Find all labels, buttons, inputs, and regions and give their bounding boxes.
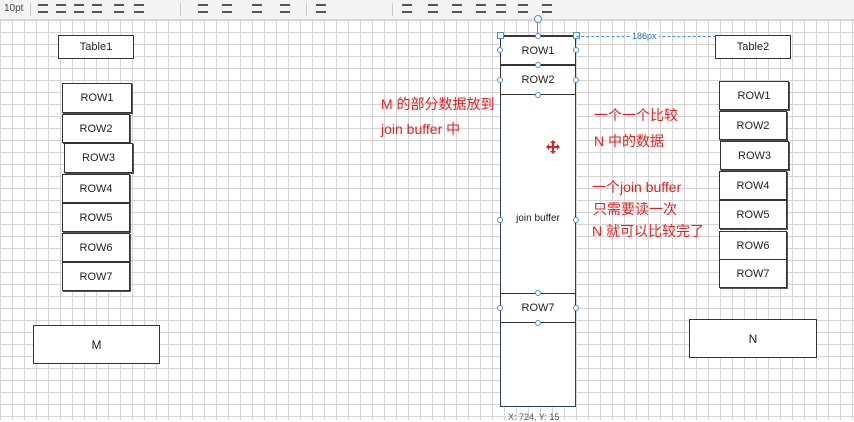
resize-handle[interactable] xyxy=(573,77,579,83)
move-cursor-icon xyxy=(546,140,560,154)
join-buffer-row[interactable]: ROW7 xyxy=(500,293,576,323)
line-color-icon[interactable] xyxy=(222,4,232,13)
table2-row[interactable]: ROW1 xyxy=(719,81,789,110)
table2-row[interactable]: ROW3 xyxy=(720,141,789,170)
resize-handle[interactable] xyxy=(535,62,541,68)
resize-handle[interactable] xyxy=(535,320,541,326)
resize-handle[interactable] xyxy=(535,92,541,98)
distance-label: 186px xyxy=(630,31,659,41)
underline-icon[interactable] xyxy=(74,4,84,13)
table1-row[interactable]: ROW1 xyxy=(62,83,132,113)
bring-front-icon[interactable] xyxy=(476,4,486,13)
table1-row[interactable]: ROW7 xyxy=(62,262,130,291)
align-center-icon[interactable] xyxy=(428,4,438,13)
align-right-icon[interactable] xyxy=(452,4,462,13)
font-size-select[interactable]: 10pt xyxy=(4,3,24,14)
table1-row[interactable]: ROW6 xyxy=(62,233,130,262)
note-right-bottom-line: N 就可以比较完了 xyxy=(592,223,704,239)
table2-row[interactable]: ROW5 xyxy=(719,200,787,229)
table2-row[interactable]: ROW4 xyxy=(719,171,787,200)
resize-handle[interactable] xyxy=(497,305,503,311)
table1-row[interactable]: ROW3 xyxy=(64,143,133,173)
join-buffer-label: join buffer xyxy=(516,213,560,224)
list-icon[interactable] xyxy=(134,4,144,13)
toolbar: 10pt xyxy=(0,0,854,20)
rotate-handle-stem xyxy=(537,22,538,35)
table2-n-box[interactable]: N xyxy=(689,319,817,358)
resize-handle[interactable] xyxy=(497,32,504,39)
flip-icon[interactable] xyxy=(542,4,552,13)
join-buffer-row[interactable]: ROW2 xyxy=(500,65,576,95)
line-width-icon[interactable] xyxy=(280,4,290,13)
note-left-line: join buffer 中 xyxy=(381,121,461,137)
note-left: M 的部分数据放到 join buffer 中 xyxy=(381,93,495,140)
rotate-handle[interactable] xyxy=(534,15,542,23)
fill-color-icon[interactable] xyxy=(198,4,208,13)
resize-handle[interactable] xyxy=(573,217,579,223)
resize-handle[interactable] xyxy=(497,217,503,223)
toolbar-separator xyxy=(392,3,393,16)
toolbar-separator xyxy=(30,3,31,16)
resize-handle[interactable] xyxy=(535,33,541,39)
italic-icon[interactable] xyxy=(56,4,66,13)
align-icon[interactable] xyxy=(114,4,124,13)
table1-row[interactable]: ROW5 xyxy=(62,203,130,232)
table1-row[interactable]: ROW4 xyxy=(62,174,130,203)
note-right-top-line: N 中的数据 xyxy=(594,133,664,149)
cursor-coords: X: 724, Y: 15 xyxy=(508,412,560,422)
table2-row[interactable]: ROW2 xyxy=(719,111,787,140)
table2-row[interactable]: ROW6 xyxy=(719,231,787,260)
resize-handle[interactable] xyxy=(573,47,579,53)
table1-header[interactable]: Table1 xyxy=(58,35,134,59)
note-right-bottom-line: 一个join buffer xyxy=(592,179,682,195)
align-left-icon[interactable] xyxy=(402,4,412,13)
arrow-style-icon[interactable] xyxy=(316,4,326,13)
note-right-bottom: 一个join buffer 只需要读一次 N 就可以比较完了 xyxy=(592,176,704,242)
toolbar-separator xyxy=(306,3,307,16)
note-right-top-line: 一个一个比较 xyxy=(594,107,678,123)
toolbar-separator xyxy=(180,3,181,16)
resize-handle[interactable] xyxy=(573,32,580,39)
table1-m-box[interactable]: M xyxy=(33,325,160,364)
resize-handle[interactable] xyxy=(497,47,503,53)
table2-row[interactable]: ROW7 xyxy=(719,259,787,288)
join-buffer-row[interactable]: ROW1 xyxy=(500,36,576,65)
note-left-line: M 的部分数据放到 xyxy=(381,96,495,112)
send-back-icon[interactable] xyxy=(496,4,506,13)
font-color-icon[interactable] xyxy=(92,4,102,13)
table1-row[interactable]: ROW2 xyxy=(62,114,130,143)
line-style-icon[interactable] xyxy=(252,4,262,13)
resize-handle[interactable] xyxy=(535,290,541,296)
note-right-top: 一个一个比较 N 中的数据 xyxy=(594,104,678,152)
resize-handle[interactable] xyxy=(573,305,579,311)
note-right-bottom-line: 只需要读一次 xyxy=(593,201,677,217)
table2-header[interactable]: Table2 xyxy=(715,35,791,59)
rotate-icon[interactable] xyxy=(518,4,528,13)
resize-handle[interactable] xyxy=(497,77,503,83)
bold-icon[interactable] xyxy=(38,4,48,13)
